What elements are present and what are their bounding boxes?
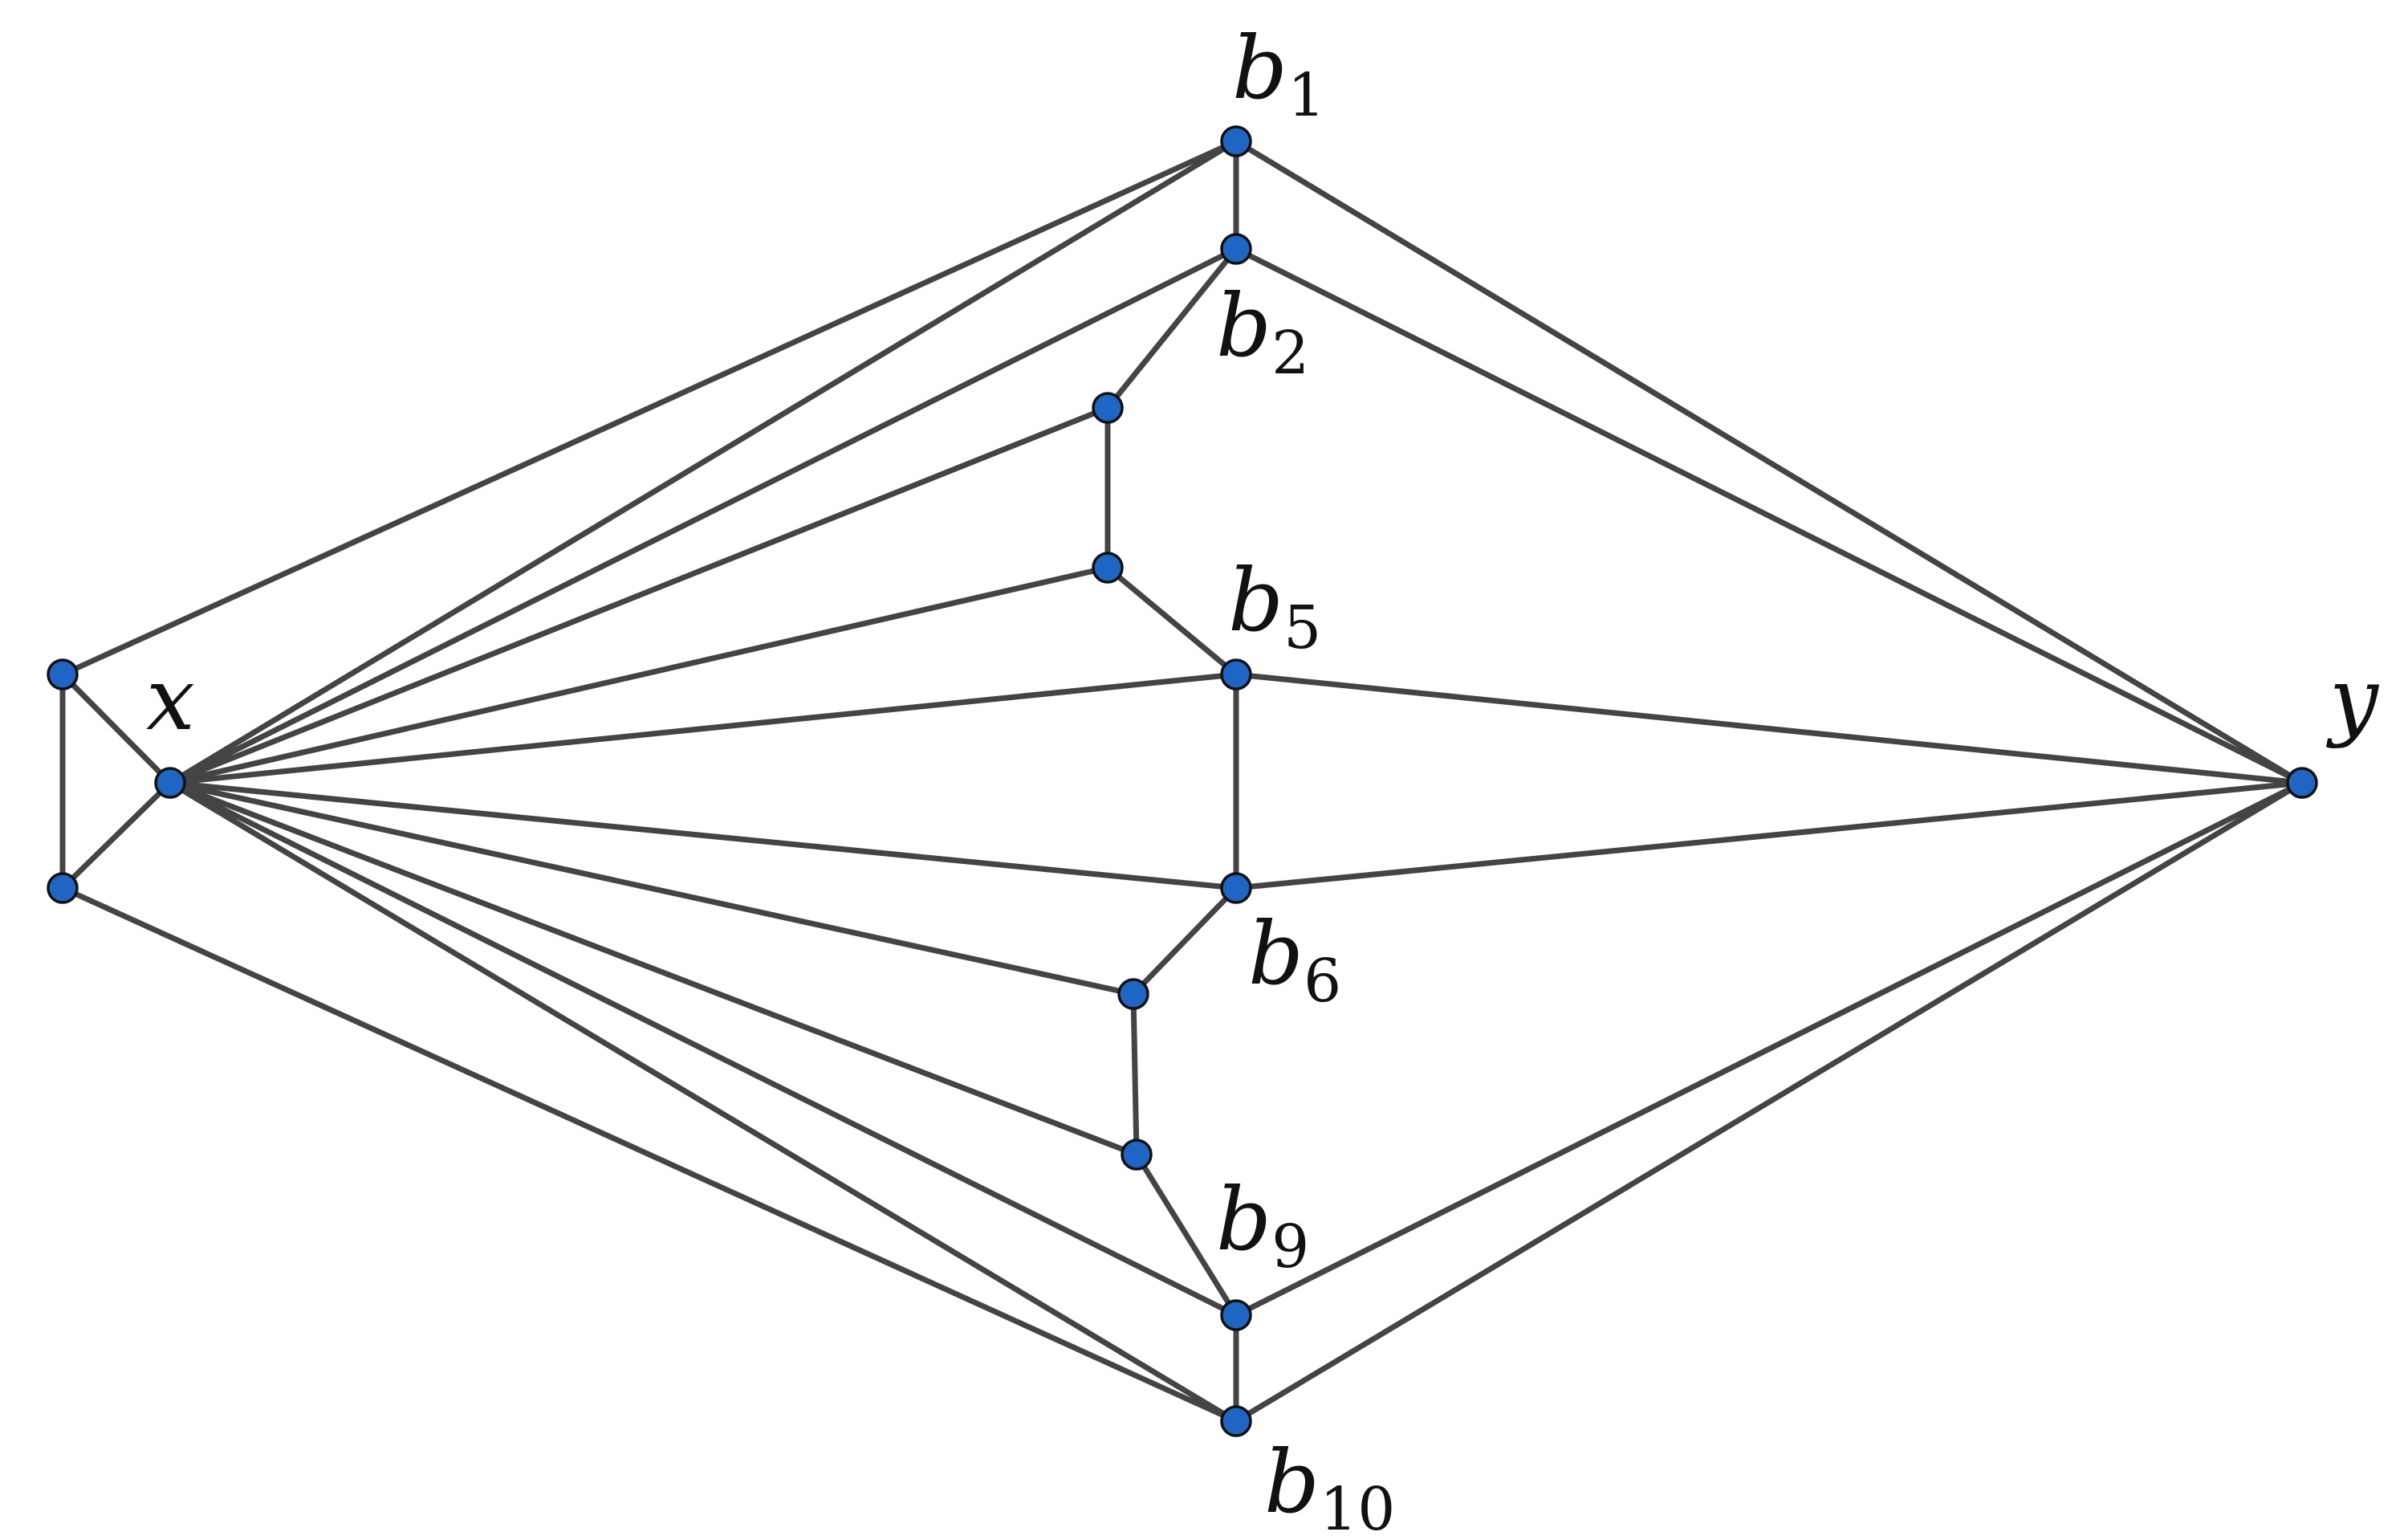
edge-q-b10	[59, 885, 1239, 1424]
edge-x-u7	[167, 780, 1137, 997]
vertex-subscript-b10: 10	[1320, 1475, 1395, 1540]
edge-y-b10	[1233, 780, 2305, 1424]
vertex-b1	[1220, 125, 1252, 157]
edge-b6-u7	[1130, 885, 1239, 997]
edge-y-b6	[1233, 780, 2305, 891]
vertex-subscript-b6: 6	[1304, 947, 1341, 1016]
vertex-label-y: y	[2325, 650, 2380, 750]
vertices-layer	[47, 125, 2318, 1437]
edge-x-u4	[167, 564, 1111, 786]
edge-x-b10	[167, 780, 1239, 1424]
edge-x-b9	[167, 780, 1239, 1318]
vertex-label-b9: b9	[1216, 1170, 1309, 1281]
edge-x-u3	[167, 405, 1111, 786]
edge-u4-b5	[1104, 564, 1239, 678]
labels-layer: x y b1 b2 b5 b6 b9 b10	[146, 18, 2380, 1540]
vertex-b10	[1220, 1405, 1252, 1437]
vertex-q	[47, 872, 79, 904]
vertex-label-b2: b2	[1216, 276, 1309, 388]
vertex-b9	[1220, 1299, 1252, 1331]
edge-b2-u3	[1104, 246, 1239, 411]
edge-p-b1	[59, 138, 1239, 678]
vertex-u7	[1117, 978, 1149, 1010]
edge-x-b1	[167, 138, 1239, 786]
vertex-subscript-b9: 9	[1271, 1212, 1309, 1281]
vertex-y	[2286, 767, 2318, 799]
vertex-label-b6: b6	[1248, 904, 1341, 1016]
vertex-label-b5: b5	[1228, 551, 1321, 662]
edge-y-b9	[1233, 780, 2305, 1318]
edge-y-b5	[1233, 671, 2305, 786]
vertex-u4	[1092, 552, 1124, 584]
vertex-u8	[1121, 1139, 1153, 1171]
edge-p-x	[59, 671, 173, 786]
vertex-subscript-b5: 5	[1283, 593, 1321, 662]
edges-layer	[59, 138, 2305, 1424]
edge-u7-u8	[1130, 991, 1140, 1158]
edge-u8-b9	[1133, 1151, 1239, 1318]
edge-x-u8	[167, 780, 1140, 1158]
vertex-b5	[1220, 658, 1252, 691]
edge-y-b1	[1233, 138, 2305, 786]
vertex-label-x: x	[146, 650, 195, 750]
vertex-x	[154, 767, 186, 799]
vertex-u3	[1092, 392, 1124, 424]
edge-x-b2	[167, 246, 1239, 786]
vertex-b6	[1220, 872, 1252, 904]
edge-q-x	[59, 780, 173, 891]
vertex-p	[47, 658, 79, 691]
edge-y-b2	[1233, 246, 2305, 786]
edge-x-b5	[167, 671, 1239, 786]
vertex-subscript-b1: 1	[1287, 61, 1325, 130]
edge-x-b6	[167, 780, 1239, 891]
vertex-subscript-b2: 2	[1271, 319, 1309, 388]
vertex-label-b1: b1	[1232, 18, 1325, 130]
vertex-label-b10: b10	[1264, 1432, 1395, 1540]
vertex-b2	[1220, 233, 1252, 265]
